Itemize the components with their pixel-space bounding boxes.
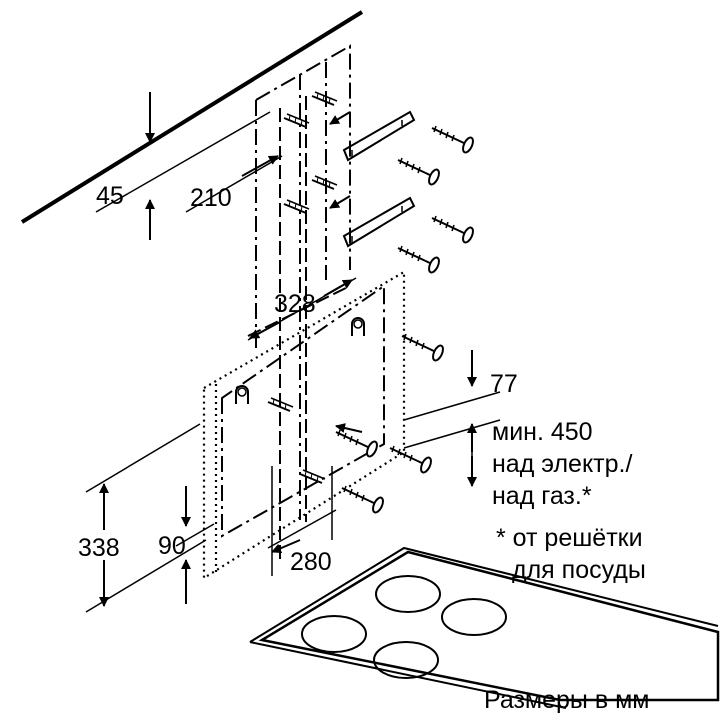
- dim-210: 210: [185, 155, 283, 213]
- note-line-5: для посуды: [512, 556, 646, 584]
- note-line-3: над газ.*: [492, 482, 592, 510]
- burner: [373, 641, 439, 679]
- burner: [441, 598, 507, 636]
- chimney-outline: [247, 44, 351, 560]
- dim-338-label: 338: [78, 534, 120, 562]
- dim-77: 77: [403, 350, 518, 449]
- dim-77-label: 77: [490, 370, 518, 398]
- burner: [301, 615, 367, 653]
- dim-90: 90: [158, 486, 215, 604]
- upper-bracket: [342, 110, 416, 162]
- dim-280: 280: [267, 466, 337, 576]
- ceiling-line: [20, 10, 364, 224]
- dim-210-label: 210: [190, 184, 232, 212]
- dim-45-label: 45: [96, 182, 124, 210]
- note-line-2: над электр./: [492, 450, 632, 478]
- note-line-1: мин. 450: [492, 418, 593, 446]
- units-caption: Размеры в мм: [484, 686, 649, 714]
- pointer-arrow: [329, 111, 363, 433]
- hood-outline: [202, 270, 406, 580]
- keyhole-slot: [235, 317, 365, 404]
- dim-328: 328: [247, 277, 357, 341]
- dim-328-label: 328: [274, 290, 316, 318]
- cooktop: [249, 546, 720, 709]
- dim-45: 45: [95, 92, 271, 240]
- middle-bracket: [342, 196, 416, 248]
- dim-338: 338: [78, 423, 207, 613]
- dim-280-label: 280: [290, 548, 332, 576]
- dim-90-label: 90: [158, 532, 186, 560]
- burner: [375, 575, 441, 613]
- clearance-note: мин. 450 над электр./ над газ.* * от реш…: [492, 418, 646, 584]
- note-line-4: * от решётки: [496, 524, 643, 552]
